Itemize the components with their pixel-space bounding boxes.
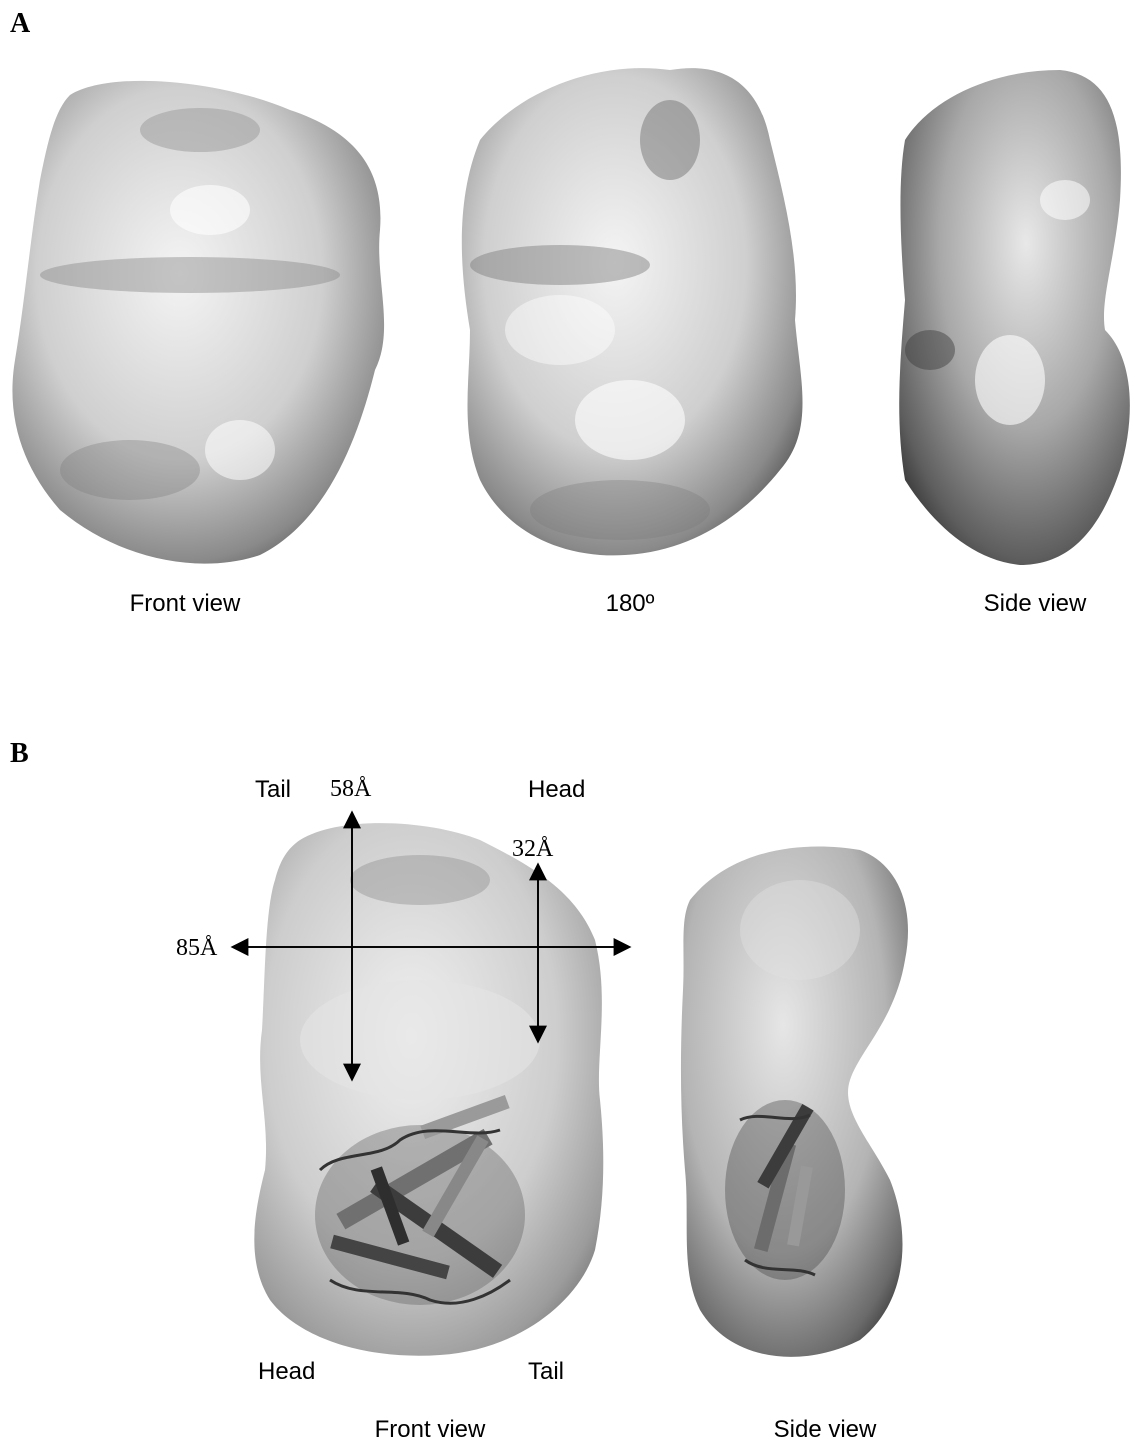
caption-side-view: Side view: [960, 590, 1110, 618]
surface-model-front: [0, 780, 1135, 1380]
label-tail-top: Tail: [255, 776, 291, 804]
caption-front-view: Front view: [95, 590, 275, 618]
protein-ribbon-side: [725, 1100, 845, 1280]
caption-b-side-view: Side view: [745, 1416, 905, 1444]
caption-180: 180º: [590, 590, 670, 618]
label-head-top: Head: [528, 776, 585, 804]
label-58a: 58Å: [330, 776, 371, 803]
label-tail-bottom: Tail: [528, 1358, 564, 1386]
caption-b-front-view: Front view: [340, 1416, 520, 1444]
label-head-bottom: Head: [258, 1358, 315, 1386]
panel-b-label: B: [10, 738, 29, 770]
surface-front-view: [0, 0, 1135, 640]
label-32a: 32Å: [512, 836, 553, 863]
label-85a: 85Å: [176, 935, 217, 962]
